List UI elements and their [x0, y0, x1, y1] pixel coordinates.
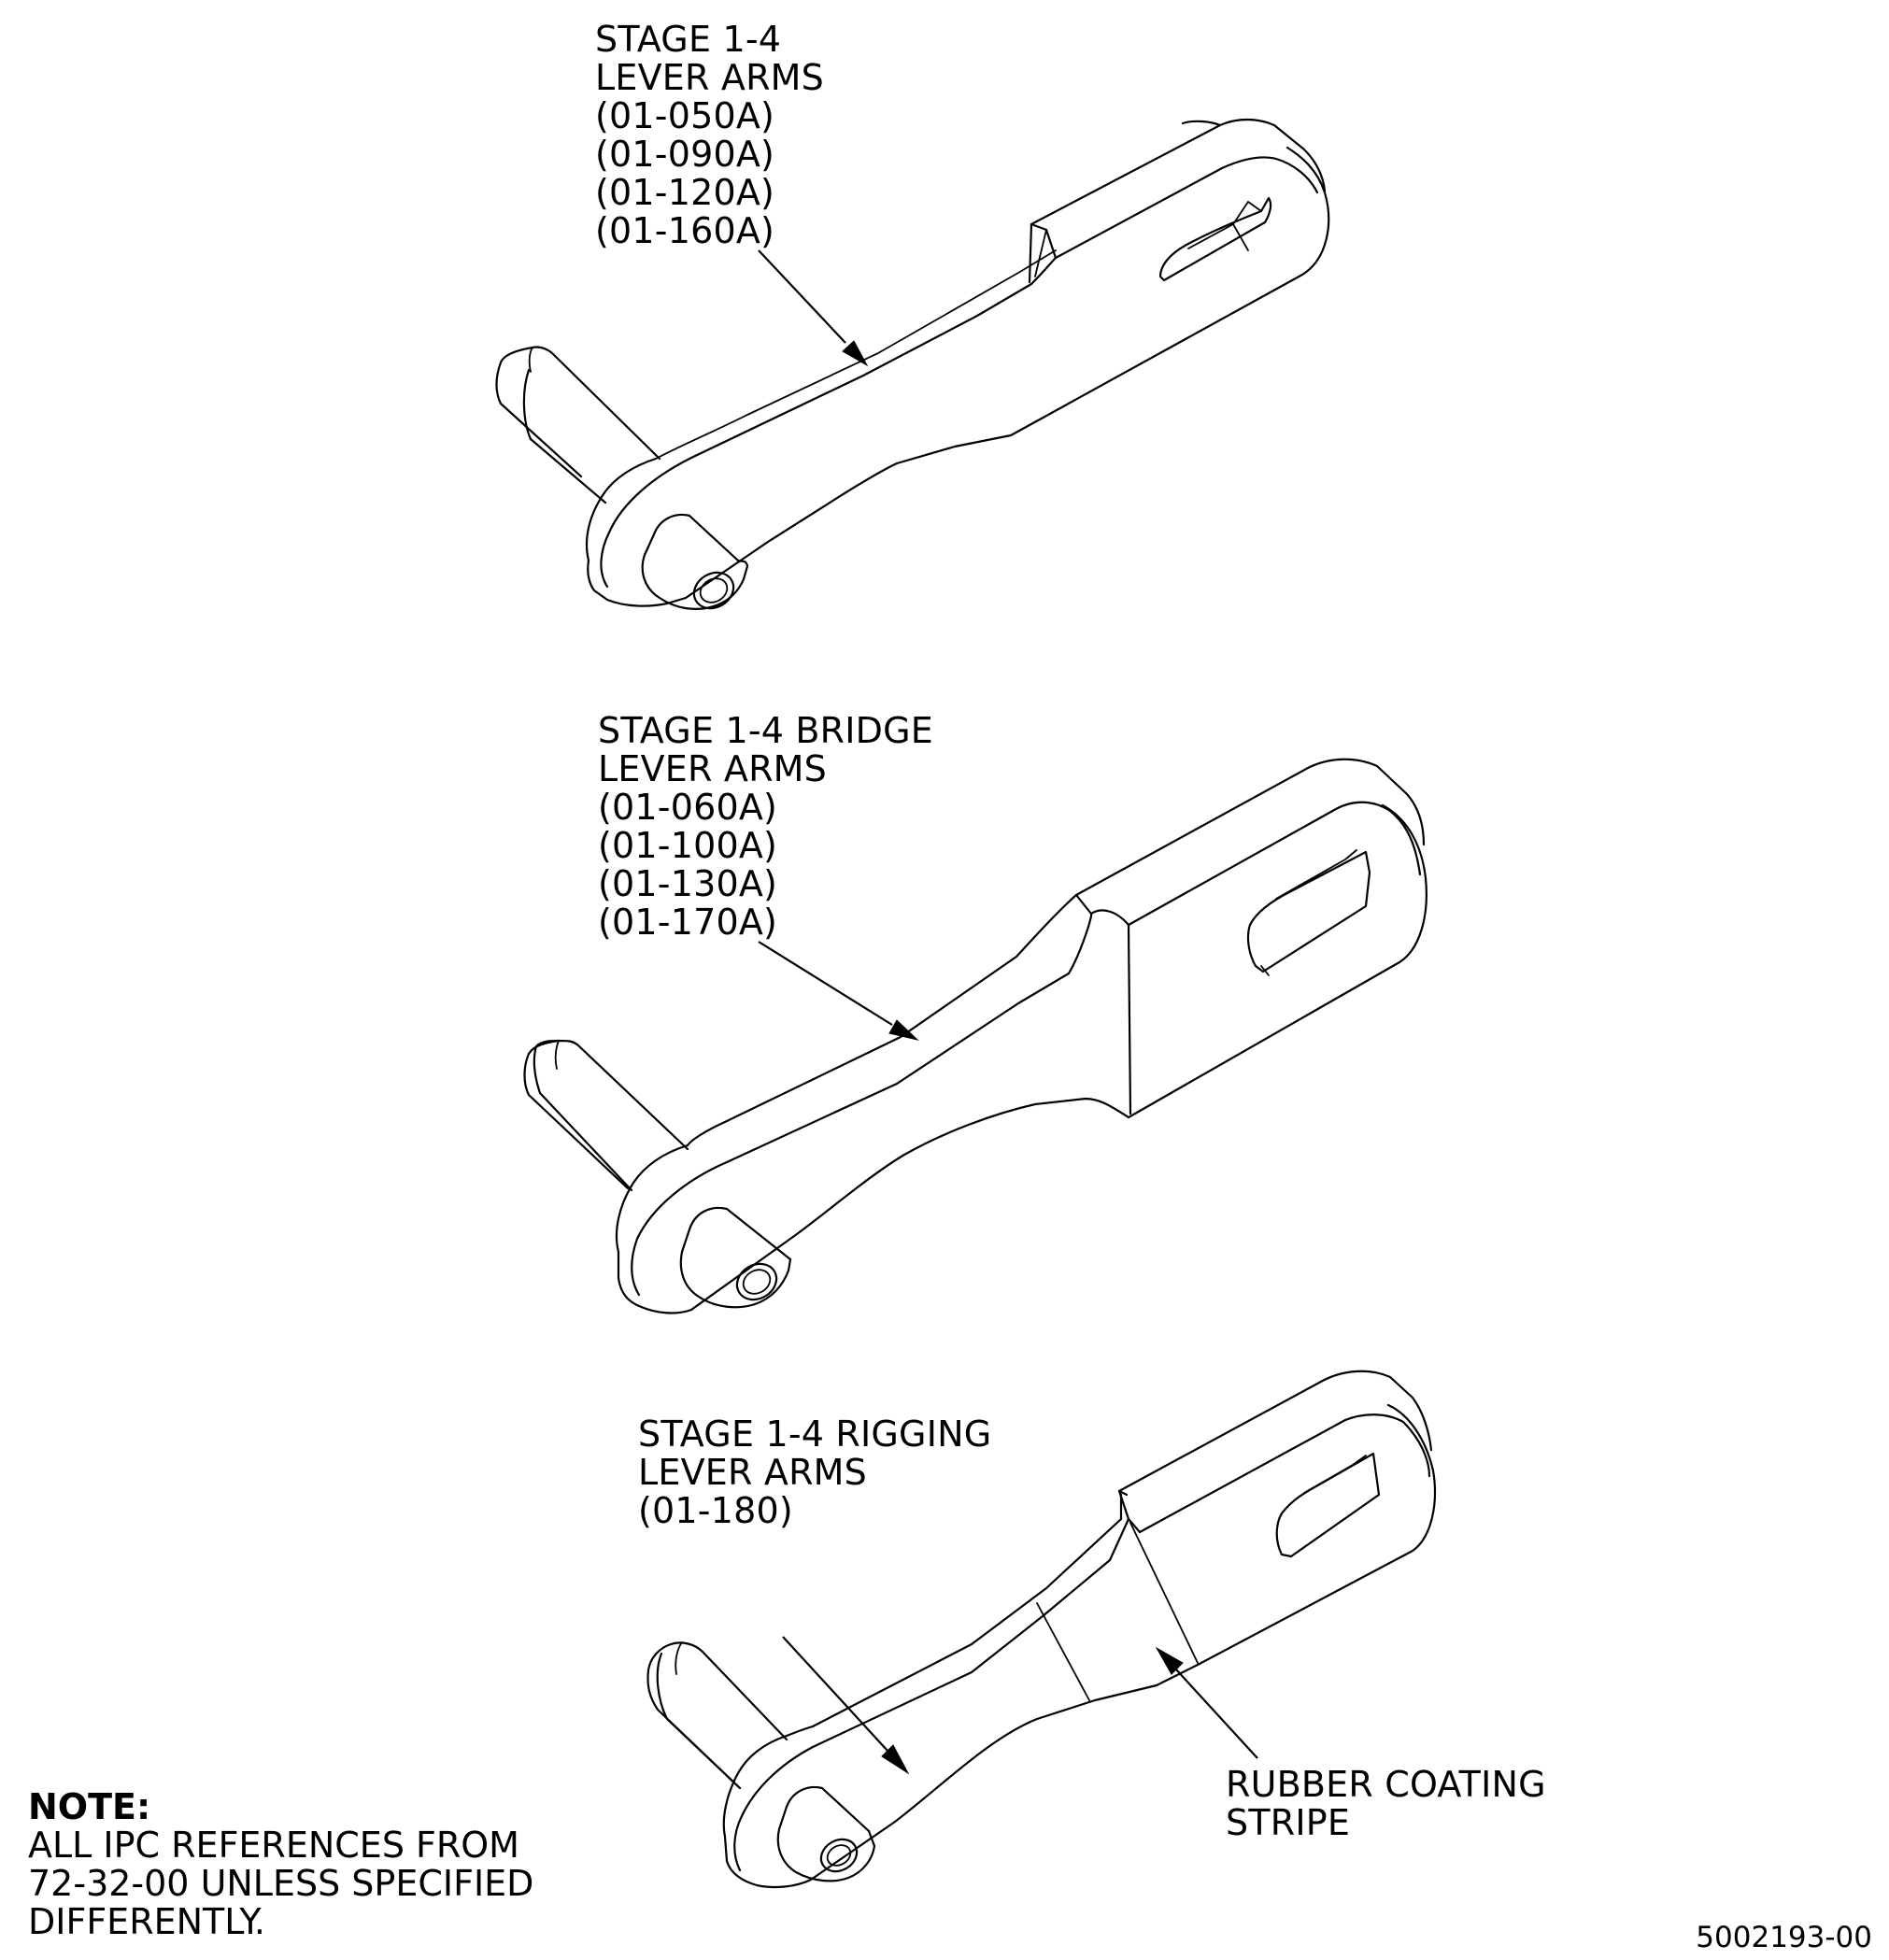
- note-line: DIFFERENTLY.: [28, 1901, 265, 1942]
- callout-line: STAGE 1-4: [595, 19, 782, 60]
- callout-stage-1-4-rigging-lever-arms: STAGE 1-4 RIGGING LEVER ARMS (01-180): [638, 1415, 991, 1530]
- note-title: NOTE:: [28, 1786, 151, 1827]
- note-line: ALL IPC REFERENCES FROM: [28, 1825, 519, 1866]
- callout-line: (01-170A): [598, 902, 778, 943]
- callout-line: STAGE 1-4 RIGGING: [638, 1413, 992, 1455]
- callout-stage-1-4-lever-arms: STAGE 1-4 LEVER ARMS (01-050A) (01-090A)…: [595, 21, 824, 250]
- callout-line: LEVER ARMS: [638, 1452, 867, 1493]
- stage-1-4-rigging-lever-arm-illustration: [646, 1370, 1437, 1889]
- callout-line: (01-160A): [595, 210, 775, 251]
- callout-stage-1-4-bridge-lever-arms: STAGE 1-4 BRIDGE LEVER ARMS (01-060A) (0…: [598, 712, 933, 942]
- callout-line: (01-050A): [595, 95, 775, 136]
- callout-line: STAGE 1-4 BRIDGE: [598, 710, 933, 751]
- callout-line: (01-100A): [598, 825, 778, 866]
- note-block: NOTE: ALL IPC REFERENCES FROM 72-32-00 U…: [28, 1788, 533, 1941]
- callout-line: (01-180): [638, 1490, 793, 1531]
- callout-line: (01-090A): [595, 134, 775, 175]
- callout-line: (01-130A): [598, 863, 778, 904]
- callout-line: RUBBER COATING: [1226, 1764, 1546, 1805]
- drawing-number: 5002193-00: [1696, 1921, 1872, 1954]
- callout-line: LEVER ARMS: [595, 57, 824, 98]
- callout-line: STRIPE: [1226, 1802, 1351, 1843]
- stage-1-4-lever-arm-illustration: [495, 118, 1330, 610]
- note-line: 72-32-00 UNLESS SPECIFIED: [28, 1863, 534, 1904]
- callout-line: LEVER ARMS: [598, 748, 827, 789]
- callout-line: (01-120A): [595, 172, 775, 213]
- callout-line: (01-060A): [598, 787, 778, 828]
- stage-1-4-bridge-lever-arm-illustration: [523, 758, 1427, 1314]
- callout-rubber-coating-stripe: RUBBER COATING STRIPE: [1226, 1766, 1546, 1842]
